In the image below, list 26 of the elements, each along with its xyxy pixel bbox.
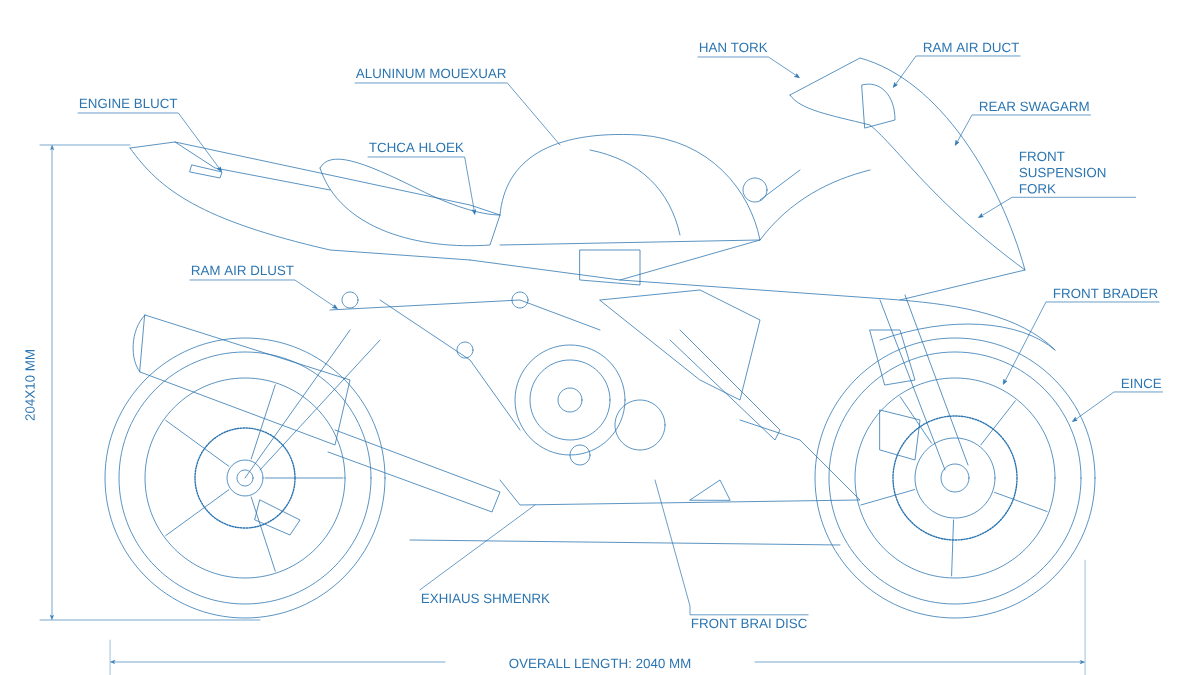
callout-label: FRONT BRAI DISC	[691, 618, 807, 629]
leader-line	[978, 196, 1137, 218]
callout-label: EXHIAUS SHMENRK	[421, 593, 550, 604]
leader-line	[1072, 391, 1163, 422]
leader-line	[189, 279, 338, 309]
leader-line	[654, 479, 809, 616]
callout-label: ENGINE BLUCT	[79, 98, 178, 109]
dimension-label: OVERALL LENGTH: 2040 MM	[509, 658, 691, 669]
leader-line	[955, 114, 1091, 146]
leader-line	[367, 156, 476, 215]
callout-label: RAM AIR DUCT	[923, 42, 1019, 53]
leader-line	[697, 56, 800, 78]
leader-line	[77, 112, 222, 172]
callout-label: REAR SWAGARM	[979, 101, 1089, 112]
leader-line	[419, 504, 536, 591]
callout-label: ALUNINUM MOUEXUAR	[355, 68, 506, 79]
callout-label: HAN TORK	[699, 42, 768, 53]
callout-label: TCHCA HLOEK	[369, 142, 464, 153]
callout-label: FRONT SUSPENSION FORK	[1019, 151, 1106, 194]
dimension-label: 204X10 MM	[25, 350, 35, 421]
callout-label: EINCE	[1121, 378, 1162, 389]
leader-line	[354, 82, 561, 146]
callout-label: FRONT BRADER	[1053, 288, 1158, 299]
leader-line	[1003, 301, 1160, 385]
leader-line	[893, 55, 1021, 88]
callout-label: RAM AIR DLUST	[191, 265, 294, 276]
